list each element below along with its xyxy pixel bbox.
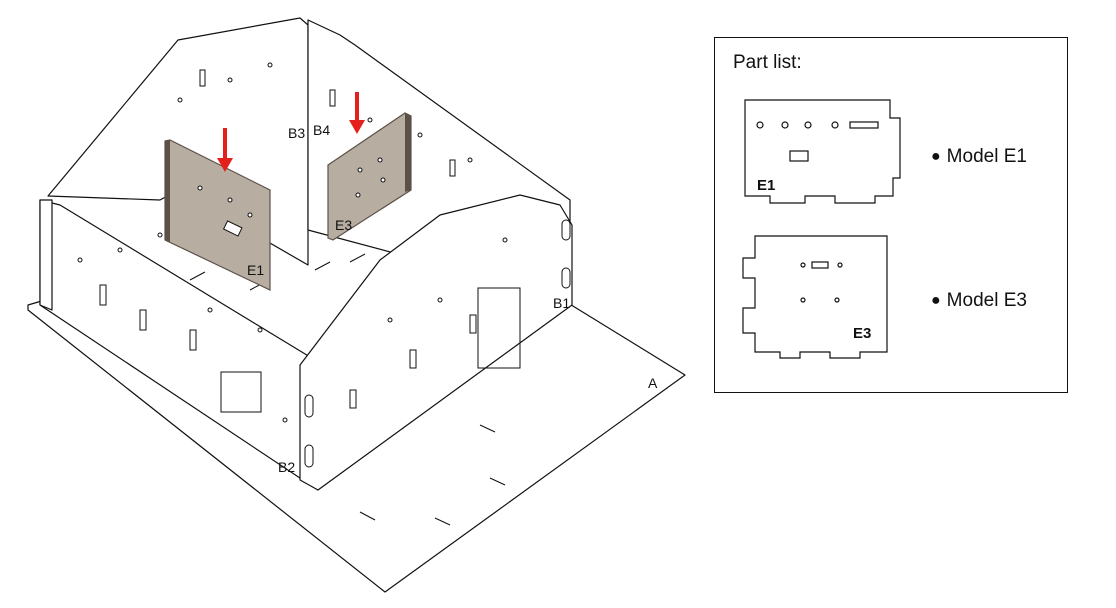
insert-arrow-e3 bbox=[349, 92, 365, 134]
insert-arrow-e1 bbox=[217, 128, 233, 172]
part-e3-label: E3 bbox=[853, 325, 871, 342]
label-b2: B2 bbox=[278, 459, 295, 475]
label-e3: E3 bbox=[335, 217, 352, 233]
front-wall-b1 bbox=[299, 194, 573, 491]
part-list-title: Part list: bbox=[733, 52, 802, 73]
label-b4: B4 bbox=[313, 122, 330, 138]
insert-e1 bbox=[164, 139, 271, 291]
model-e3-text: Model E3 bbox=[946, 290, 1027, 311]
insert-e3 bbox=[327, 112, 412, 241]
part-list-panel: Part list: E1 E3 ● Model E1 ● Model E3 bbox=[714, 37, 1068, 393]
part-e1-label: E1 bbox=[757, 177, 775, 194]
model-e1-item: ● Model E1 bbox=[931, 146, 1027, 168]
model-e1-text: Model E1 bbox=[946, 146, 1027, 167]
bullet-icon: ● bbox=[931, 292, 941, 309]
part-e3-outline bbox=[742, 235, 888, 359]
label-b1: B1 bbox=[553, 295, 570, 311]
model-e3-item: ● Model E3 bbox=[931, 290, 1027, 312]
label-e1: E1 bbox=[247, 262, 264, 278]
wall-edge-strip bbox=[39, 199, 53, 311]
part-e1-outline bbox=[744, 99, 901, 204]
label-b3: B3 bbox=[288, 125, 305, 141]
part-list-drawings: E1 E3 bbox=[742, 99, 901, 359]
label-a: A bbox=[648, 375, 658, 391]
bullet-icon: ● bbox=[931, 148, 941, 165]
assembly-diagram: B3 B4 E1 E3 B1 B2 A bbox=[27, 17, 686, 593]
